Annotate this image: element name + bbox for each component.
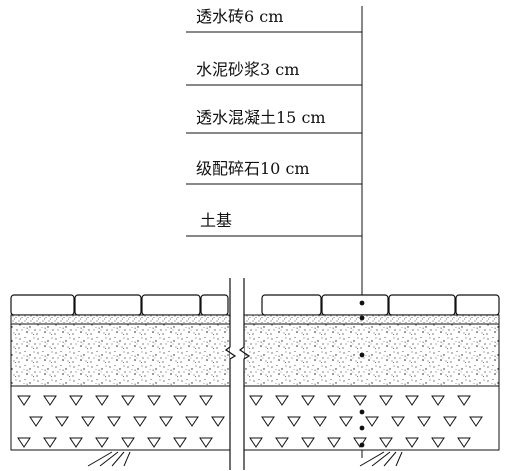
gravel-triangle [301, 395, 315, 406]
gravel-triangle [391, 416, 405, 427]
layer-label: 透水混凝土15 cm [196, 108, 326, 127]
gravel-triangle [133, 416, 147, 427]
gravel-triangle [173, 437, 187, 448]
layer-label-row: 级配碎石10 cm [186, 159, 362, 185]
gravel-triangle [443, 416, 457, 427]
break-line [224, 278, 251, 470]
gravel-triangle [43, 437, 57, 448]
gravel-triangle [431, 437, 445, 448]
layer-label-row: 透水混凝土15 cm [186, 108, 362, 134]
gravel-triangle [69, 437, 83, 448]
gravel-triangle [249, 395, 263, 406]
layer-label: 透水砖6 cm [196, 7, 283, 26]
gravel-triangle [249, 437, 263, 448]
gravel-triangle [353, 395, 367, 406]
gravel-triangle [379, 395, 393, 406]
gravel-triangle [147, 395, 161, 406]
gravel-triangle [431, 395, 445, 406]
gravel-triangle [327, 395, 341, 406]
gravel-triangle [287, 416, 301, 427]
gravel-triangle [199, 395, 213, 406]
gravel-triangle [405, 437, 419, 448]
gravel-triangle [81, 416, 95, 427]
layer-label: 水泥砂浆3 cm [196, 60, 299, 79]
gravel-triangle [147, 437, 161, 448]
gravel-triangle [107, 416, 121, 427]
layer-label: 级配碎石10 cm [196, 159, 310, 178]
permeable-brick-layer [10, 294, 500, 316]
gravel-triangle [211, 416, 225, 427]
gravel-triangle [275, 395, 289, 406]
gravel-triangle [159, 416, 173, 427]
graded-gravel-layer [10, 385, 500, 451]
gravel-triangle [69, 395, 83, 406]
permeable-concrete-layer [10, 323, 500, 387]
gravel-triangle [301, 437, 315, 448]
layer-label-row: 透水砖6 cm [186, 7, 362, 33]
gravel-triangle [417, 416, 431, 427]
gravel-triangle [339, 416, 353, 427]
gravel-triangle [185, 416, 199, 427]
gravel-triangle [261, 416, 275, 427]
gravel-triangle [275, 437, 289, 448]
layer-label-row: 水泥砂浆3 cm [186, 60, 362, 86]
gravel-triangle [405, 395, 419, 406]
gravel-triangle [469, 416, 483, 427]
layer-label: 土基 [200, 211, 232, 230]
layer-label-row: 土基 [186, 211, 362, 237]
gravel-triangle [29, 416, 43, 427]
gravel-triangle [457, 395, 471, 406]
gravel-triangle [173, 395, 187, 406]
gravel-triangle [55, 416, 69, 427]
gravel-triangle [17, 437, 31, 448]
gravel-triangle [327, 437, 341, 448]
gravel-triangle [365, 416, 379, 427]
gravel-triangle [313, 416, 327, 427]
gravel-triangle [95, 437, 109, 448]
gravel-triangle [121, 437, 135, 448]
gravel-triangle [379, 437, 393, 448]
leader-dots [359, 300, 365, 448]
gravel-triangle [353, 437, 367, 448]
gravel-triangle [43, 395, 57, 406]
gravel-triangle [95, 395, 109, 406]
gravel-triangle [457, 437, 471, 448]
cement-mortar-layer [10, 314, 500, 325]
gravel-triangle [17, 395, 31, 406]
gravel-triangle [199, 437, 213, 448]
subgrade-hatch [87, 451, 403, 467]
gravel-triangle [121, 395, 135, 406]
